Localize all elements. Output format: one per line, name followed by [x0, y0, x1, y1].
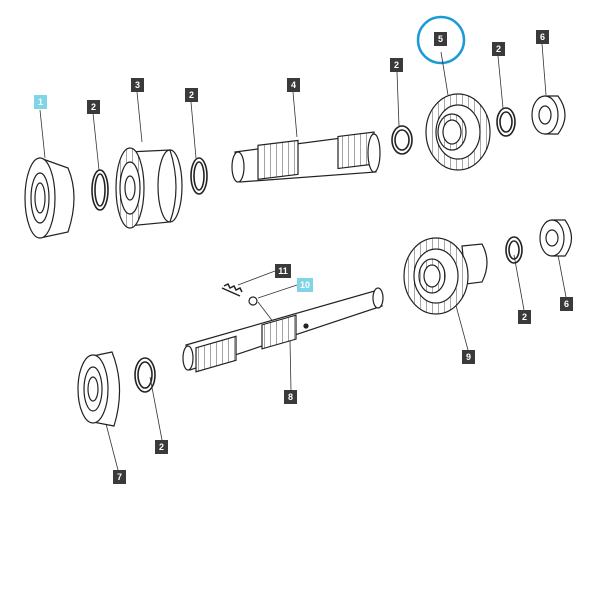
callout-part-8: 8 [284, 390, 297, 404]
callout-part-2: 2 [492, 42, 505, 56]
callout-part-9: 9 [462, 350, 475, 364]
spacer-ring-part-6 [531, 95, 573, 257]
callout-part-2: 2 [155, 440, 168, 454]
callout-part-2: 2 [518, 310, 531, 324]
helical-gear-part-5 [425, 93, 491, 171]
callout-part-5: 5 [434, 32, 447, 46]
callout-part-2: 2 [87, 100, 100, 114]
spring-part-11 [221, 282, 243, 297]
callout-part-6: 6 [536, 30, 549, 44]
ball-part-10 [248, 296, 258, 306]
callout-part-7: 7 [113, 470, 126, 484]
callout-part-2: 2 [185, 88, 198, 102]
callout-part-4: 4 [287, 78, 300, 92]
circlip-ring [91, 107, 523, 393]
callout-part-2: 2 [390, 58, 403, 72]
selection-circle [416, 15, 466, 65]
bearing-part-7 [77, 351, 121, 427]
callout-part-3: 3 [131, 78, 144, 92]
lower-shaft-part-8 [182, 287, 384, 373]
spur-gear-part-3 [115, 147, 183, 229]
bearing-part-1 [24, 157, 75, 239]
callout-part-11: 11 [275, 264, 291, 278]
helical-gear-part-9 [403, 237, 488, 315]
callout-part-6: 6 [560, 297, 573, 311]
callout-part-10: 10 [297, 278, 313, 292]
callout-part-1: 1 [34, 95, 47, 109]
splined-shaft-part-4 [231, 131, 381, 183]
